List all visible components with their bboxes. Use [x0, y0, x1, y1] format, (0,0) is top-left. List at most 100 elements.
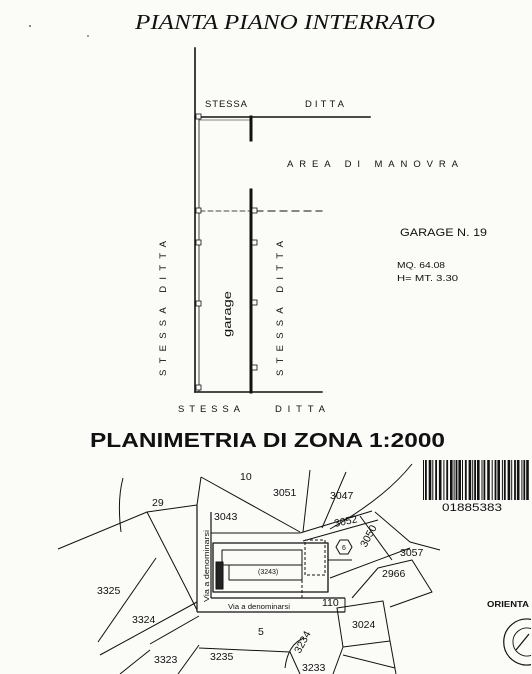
barcode-bar	[464, 460, 467, 500]
parcel-boundary	[99, 601, 198, 656]
parcel-boundary	[329, 463, 413, 530]
parcel-label: 3233	[302, 662, 326, 674]
barcode-bar	[428, 460, 432, 500]
left-side-label: STESSA DITTA	[158, 240, 169, 376]
parcel-boundary	[374, 511, 441, 551]
parcel-boundary	[389, 640, 397, 674]
unit-height: H= MT. 3.30	[397, 273, 458, 283]
barcode-bar	[462, 460, 463, 500]
compass-inner-circle	[512, 627, 532, 657]
barcode-bar	[458, 460, 461, 500]
right-side-label: STESSA DITTA	[275, 240, 286, 376]
barcode-bar	[435, 460, 437, 500]
compass-needle	[515, 633, 530, 651]
column-marker	[195, 113, 202, 120]
unit-name: GARAGE N. 19	[400, 227, 487, 239]
parcel-boundary	[149, 615, 200, 645]
zone-map-lines	[57, 463, 532, 674]
orientation-label: ORIENTA	[487, 600, 529, 609]
unit-area: MQ. 64.08	[397, 260, 445, 270]
compass-outer-circle	[503, 618, 532, 666]
column-marker	[195, 384, 202, 391]
plan-title: PIANTA PIANO INTERRATO	[134, 10, 435, 34]
barcode-bar	[477, 460, 480, 500]
column-marker	[195, 239, 202, 246]
parcel-label: 3057	[400, 547, 424, 559]
barcode-bar	[468, 460, 472, 500]
barcode-bar	[443, 460, 445, 500]
parcel-label: 3043	[214, 511, 238, 523]
parcel-boundary	[359, 515, 393, 561]
street-label-horizontal: Via a denominarsi	[228, 604, 290, 611]
top-left-label: STESSA	[205, 99, 248, 110]
parcel-label: 3324	[132, 614, 156, 626]
barcode: 01885383	[423, 460, 529, 514]
parcel-label: 3235	[210, 651, 234, 663]
scan-speck	[29, 25, 31, 27]
parcel-boundary	[200, 476, 301, 533]
parcel-boundary	[321, 471, 347, 529]
barcode-bar	[511, 460, 513, 500]
parcel-label: 3024	[352, 619, 376, 631]
barcode-bar	[438, 460, 442, 500]
building-parcel-label: (3243)	[258, 569, 278, 576]
parcel-boundary	[302, 469, 311, 533]
column-marker	[251, 299, 258, 306]
barcode-bar	[521, 460, 523, 500]
floor-plan	[194, 47, 371, 394]
parcel-boundary	[351, 559, 433, 608]
column-marker	[251, 239, 258, 246]
barcode-bar	[514, 460, 516, 500]
street-label-vertical: Via a denominarsi	[204, 529, 211, 602]
zone-map-title: PLANIMETRIA DI ZONA 1:2000	[90, 430, 445, 452]
scan-speck	[87, 35, 89, 37]
barcode-bar	[491, 460, 493, 500]
parcel-boundary	[118, 477, 124, 533]
barcode-bar	[472, 460, 474, 500]
column-marker	[251, 364, 258, 371]
parcel-label: 10	[240, 471, 252, 483]
hatched-block	[215, 561, 224, 590]
parcel-boundary	[119, 649, 151, 674]
column-marker	[251, 207, 258, 214]
barcode-bar	[507, 460, 511, 500]
parcel-label: 3051	[273, 487, 297, 499]
barcode-bar	[487, 460, 490, 500]
parcel-label: 3325	[97, 585, 121, 597]
barcode-bar	[446, 460, 449, 500]
parcel-label: 3047	[330, 490, 354, 502]
barcode-bar	[423, 460, 424, 500]
parcel-boundary	[146, 511, 198, 611]
parcel-boundary	[196, 476, 202, 506]
barcode-bars	[423, 460, 529, 500]
barcode-bar	[481, 460, 483, 500]
parcel-boundary	[198, 647, 301, 674]
column-marker	[195, 300, 202, 307]
parcel-boundary	[284, 637, 305, 669]
barcode-bar	[483, 460, 486, 500]
barcode-bar	[432, 460, 434, 500]
barcode-number: 01885383	[442, 502, 502, 514]
parcel-boundary	[299, 510, 373, 534]
parcel-6-outline	[335, 539, 353, 555]
parcel-boundary	[332, 646, 344, 674]
barcode-bar	[450, 460, 453, 500]
parcel-boundary	[342, 654, 396, 669]
barcode-bar	[501, 460, 503, 500]
parcel-boundary	[177, 644, 200, 674]
parcel-label: 2966	[382, 568, 406, 580]
barcode-bar	[425, 460, 427, 500]
barcode-bar	[453, 460, 455, 500]
parcel-boundary	[97, 557, 157, 643]
building-outline	[212, 542, 329, 593]
column-marker	[195, 207, 202, 214]
parcel-label: 110	[322, 597, 339, 609]
barcode-bar	[523, 460, 526, 500]
barcode-bar	[526, 460, 529, 500]
barcode-bar	[497, 460, 500, 500]
parcel-boundary	[329, 547, 411, 579]
bottom-right-label: DITTA	[275, 404, 326, 415]
parcel-label: 29	[152, 497, 164, 509]
